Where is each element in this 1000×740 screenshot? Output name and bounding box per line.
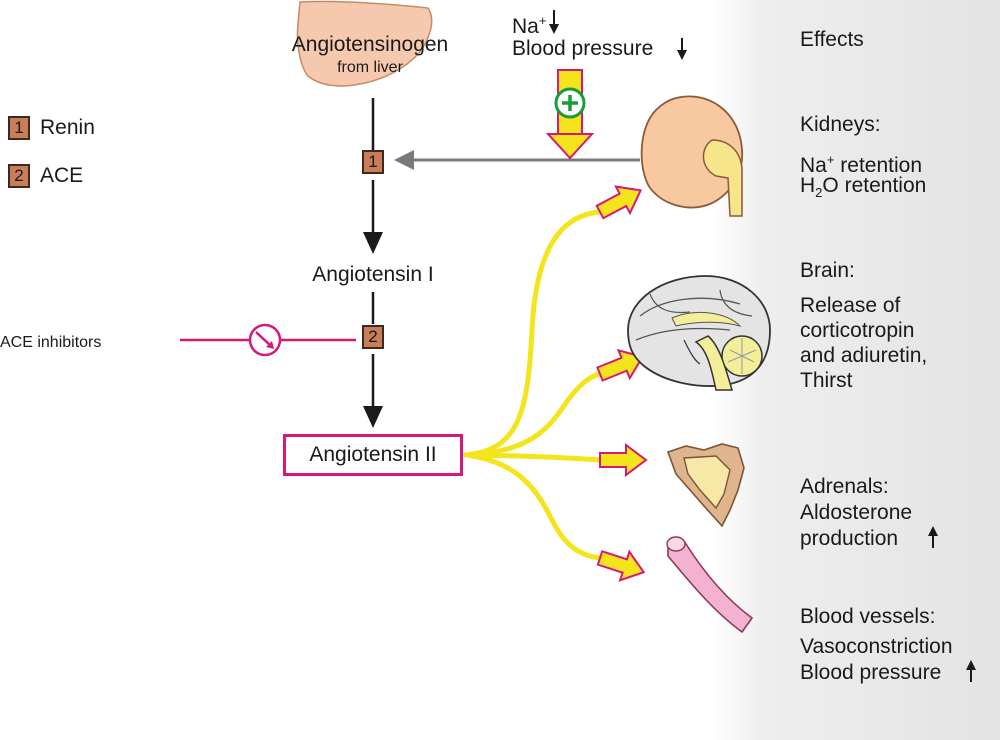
- adrenal-icon: [666, 443, 745, 528]
- effect-branches: [463, 209, 603, 561]
- step-box-renin: 1: [362, 150, 384, 174]
- angiotensin-2-box: Angiotensin II: [283, 434, 463, 476]
- arrow-head-left-icon: [394, 150, 414, 170]
- effects-header: Effects: [800, 28, 864, 51]
- brain-icon: [627, 275, 771, 391]
- block-arrow-adrenals: [599, 443, 648, 477]
- effects-panel-background: [712, 0, 1000, 740]
- arrow-head-down-icon: [363, 232, 383, 254]
- block-arrow-kidney: [595, 185, 643, 220]
- up-arrow-head: [966, 660, 976, 670]
- brain-line-3: and adiuretin,: [800, 344, 928, 367]
- kidneys-water-retention: H2O retention: [800, 174, 927, 201]
- kidney-icon: [640, 95, 743, 217]
- down-arrow-head: [677, 50, 687, 60]
- block-arrow-vessels: [596, 549, 646, 582]
- kidneys-title: Kidneys:: [800, 113, 881, 136]
- blood-pressure-label: Blood pressure: [512, 37, 654, 60]
- block-arrow-brain: [596, 348, 645, 382]
- up-arrow-head: [928, 526, 938, 536]
- step-box-ace: 2: [362, 325, 384, 349]
- brain-line-4: Thirst: [800, 369, 853, 392]
- legend-ace-label: ACE: [40, 164, 84, 187]
- angiotensinogen-label: Angiotensinogen: [291, 33, 449, 56]
- adrenals-line-1: Aldosterone: [800, 501, 913, 524]
- vessels-line-2: Blood pressure: [800, 661, 942, 684]
- inhibition-arrowhead: [266, 341, 274, 349]
- stimulus-arrow-head: [545, 133, 595, 160]
- adrenals-line-2: production: [800, 527, 899, 550]
- angiotensin-1-label: Angiotensin I: [312, 263, 434, 286]
- liver-icon: [296, 0, 433, 87]
- brain-line-2: corticotropin: [800, 319, 915, 342]
- vessels-line-1: Vasoconstriction: [800, 635, 953, 658]
- legend-box-1: 1: [8, 116, 30, 140]
- legend-box-2: 2: [8, 164, 30, 188]
- sodium-label: Na+: [512, 13, 547, 38]
- brain-title: Brain:: [800, 259, 855, 282]
- vessels-title: Blood vessels:: [800, 605, 936, 628]
- from-liver-label: from liver: [337, 59, 403, 76]
- ace-inhibitors-label: ACE inhibitors: [0, 334, 102, 351]
- blood-vessel-icon: [666, 536, 754, 634]
- brain-line-1: Release of: [800, 294, 901, 317]
- legend-renin-label: Renin: [40, 116, 95, 139]
- kidneys-na-retention: Na+ retention: [800, 152, 923, 177]
- down-arrow-head: [549, 24, 559, 34]
- adrenals-title: Adrenals:: [800, 475, 889, 498]
- arrow-head-down-icon: [363, 406, 383, 428]
